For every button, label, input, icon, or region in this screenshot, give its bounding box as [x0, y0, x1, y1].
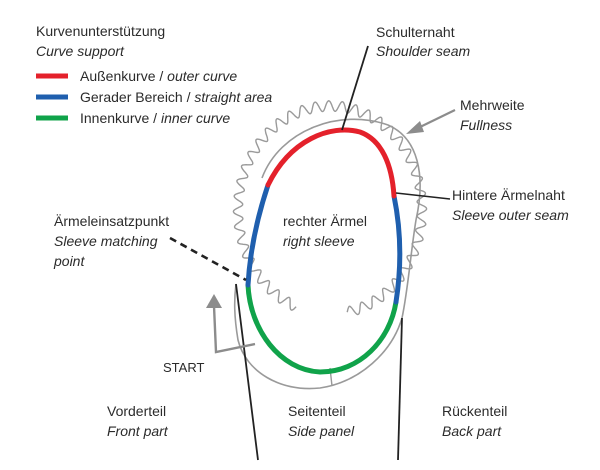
- straight-area-front-segment: [245, 182, 271, 288]
- right-sleeve-label-de: rechter Ärmel: [283, 213, 367, 229]
- legend-title: Kurvenunterstützung: [36, 23, 165, 39]
- back-part-boundary: [397, 317, 403, 461]
- bodice-outline: [233, 118, 421, 390]
- back-part-label-en: Back part: [442, 423, 502, 439]
- fullness-arrow: [406, 109, 456, 134]
- sleeve-outer-seam-label-en: Sleeve outer seam: [452, 207, 569, 223]
- shoulder-seam-leader: [341, 45, 369, 131]
- side-panel-label-en: Side panel: [288, 423, 355, 439]
- legend-item-inner: Innenkurve / inner curve: [80, 110, 230, 126]
- front-part-label-en: Front part: [107, 423, 169, 439]
- back-part-label-de: Rückenteil: [442, 403, 507, 419]
- fullness-label-en: Fullness: [460, 117, 512, 133]
- matching-point-label-en-line2: point: [53, 253, 85, 269]
- sleeve-fullness-wave: [232, 100, 428, 316]
- legend-item-straight: Gerader Bereich / straight area: [80, 89, 272, 105]
- start-label: START: [163, 360, 204, 375]
- inner-curve-segment: [245, 282, 399, 375]
- matching-point-leader: [169, 236, 247, 282]
- legend: Kurvenunterstützung Curve support Außenk…: [36, 23, 272, 126]
- front-part-label-de: Vorderteil: [107, 403, 166, 419]
- straight-area-back-segment: [391, 193, 403, 305]
- side-panel-label-de: Seitenteil: [288, 403, 346, 419]
- shoulder-seam-label-de: Schulternaht: [376, 24, 455, 40]
- right-sleeve-label-en: right sleeve: [283, 233, 355, 249]
- matching-point-label-en-line1: Sleeve matching: [54, 233, 158, 249]
- shoulder-seam-label-en: Shoulder seam: [376, 43, 471, 59]
- sleeve-outer-seam-leader: [395, 192, 451, 200]
- matching-point-label-de: Ärmeleinsatzpunkt: [54, 213, 169, 229]
- start-arrow: [206, 294, 256, 354]
- legend-item-outer: Außenkurve / outer curve: [80, 68, 237, 84]
- sleeve-outer-seam-label-de: Hintere Ärmelnaht: [452, 187, 565, 203]
- legend-subtitle: Curve support: [36, 43, 125, 59]
- outer-curve-segment: [265, 127, 397, 199]
- front-part-boundary: [235, 283, 259, 461]
- fullness-label-de: Mehrweite: [460, 97, 525, 113]
